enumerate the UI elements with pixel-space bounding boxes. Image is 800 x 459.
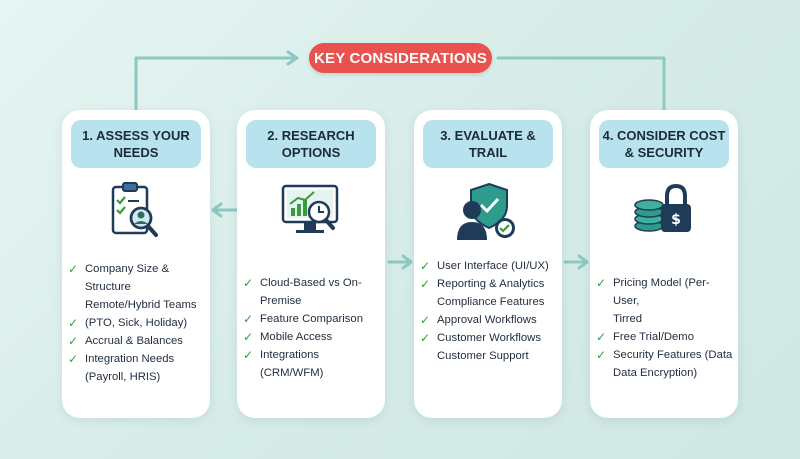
check-icon: ✓ <box>420 313 431 327</box>
list-item: ✓Mobile Access <box>243 330 333 344</box>
list-item: Compliance Features <box>437 296 545 308</box>
card-heading: 4. CONSIDER COST & SECURITY <box>599 120 729 168</box>
coins-padlock-icon: $ <box>634 183 691 232</box>
left-loop-connector <box>134 56 298 112</box>
user-shield-gear-icon <box>457 182 515 240</box>
left-loop-arrowhead <box>286 50 299 66</box>
list-item: ✓Accrual & Balances <box>68 334 183 348</box>
check-icon: ✓ <box>68 334 79 348</box>
right-loop-connector <box>496 56 666 112</box>
clipboard-magnifier-icon <box>111 182 158 237</box>
check-icon: ✓ <box>68 352 79 366</box>
list-item: ✓Cloud-Based vs On-Premise <box>243 276 362 307</box>
arrow-2-to-3-head <box>401 254 413 270</box>
check-icon: ✓ <box>68 262 79 276</box>
check-icon: ✓ <box>243 312 254 326</box>
list-item: ✓Integration Needs (Payroll, HRIS) <box>68 352 175 383</box>
list-item: ✓Feature Comparison <box>243 312 363 326</box>
check-icon: ✓ <box>68 316 79 330</box>
list-item: ✓Integrations (CRM/WFM) <box>243 348 324 379</box>
card-heading: 2. RESEARCH OPTIONS <box>246 120 376 168</box>
list-item: ✓Customer Workflows <box>420 331 541 345</box>
list-item: ✓Free Trial/Demo <box>596 330 694 344</box>
arrow-3-to-4-head <box>577 254 589 270</box>
card-research-options: 2. RESEARCH OPTIONS ✓Cloud-Based vs On-P… <box>237 110 385 418</box>
needs-list: ✓Company Size & Structure Remote/Hybrid … <box>68 260 206 386</box>
card-heading: 3. EVALUATE & TRAIL <box>423 120 553 168</box>
card-heading: 1. ASSESS YOUR NEEDS <box>71 120 201 168</box>
cost-security-list: ✓Pricing Model (Per-User, Tirred ✓Free T… <box>596 274 734 382</box>
check-icon: ✓ <box>420 331 431 345</box>
list-item: ✓Pricing Model (Per-User, Tirred <box>596 276 710 325</box>
check-icon: ✓ <box>596 348 607 362</box>
card-assess-needs: 1. ASSESS YOUR NEEDS ✓Company Size & Str… <box>62 110 210 418</box>
arrow-2-to-1-head <box>211 202 223 218</box>
list-item: ✓Reporting & Analytics <box>420 277 545 291</box>
check-icon: ✓ <box>243 276 254 290</box>
list-item: ✓Approval Workflows <box>420 313 537 327</box>
card-cost-security: 4. CONSIDER COST & SECURITY $ ✓Pricing M… <box>590 110 738 418</box>
list-item: ✓(PTO, Sick, Holiday) <box>68 316 188 330</box>
options-list: ✓Cloud-Based vs On-Premise ✓Feature Comp… <box>243 274 381 382</box>
check-icon: ✓ <box>243 348 254 362</box>
list-item: Remote/Hybrid Teams <box>85 299 197 311</box>
card-evaluate-trail: 3. EVALUATE & TRAIL ✓User Interface (UI/… <box>414 110 562 418</box>
monitor-chart-clock-icon <box>281 184 339 233</box>
check-icon: ✓ <box>596 276 607 290</box>
list-item: ✓Company Size & Structure <box>68 262 170 293</box>
check-icon: ✓ <box>243 330 254 344</box>
check-icon: ✓ <box>596 330 607 344</box>
check-icon: ✓ <box>420 277 431 291</box>
list-item: Customer Support <box>437 350 529 362</box>
key-considerations-title: KEY CONSIDERATIONS <box>309 43 492 73</box>
list-item: ✓Security Features (Data Data Encryption… <box>596 348 733 379</box>
check-icon: ✓ <box>420 259 431 273</box>
evaluate-list: ✓User Interface (UI/UX) ✓Reporting & Ana… <box>420 257 558 365</box>
svg-text:$: $ <box>671 212 681 228</box>
list-item: ✓User Interface (UI/UX) <box>420 259 549 273</box>
